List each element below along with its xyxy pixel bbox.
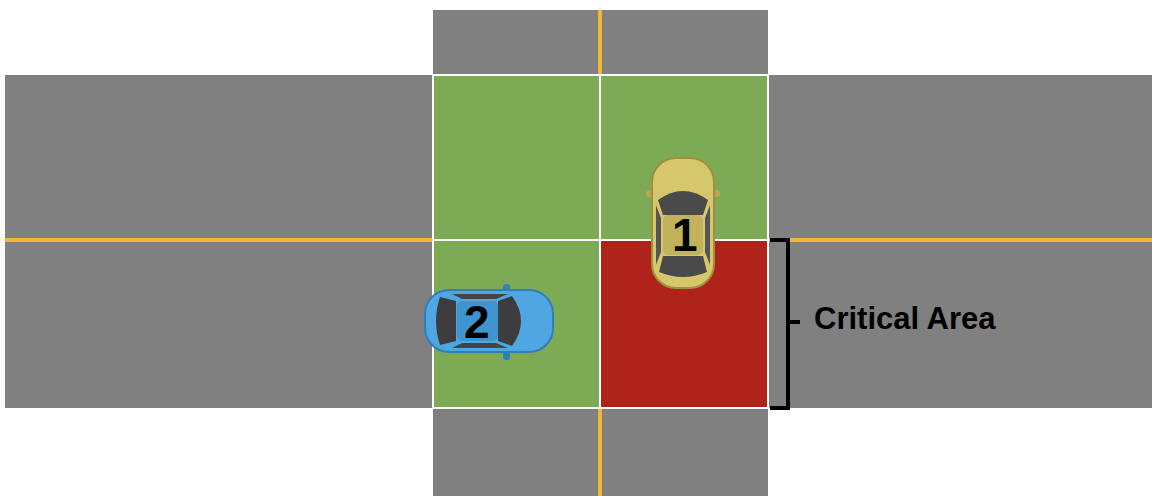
center-line bbox=[598, 10, 602, 75]
free-cell bbox=[433, 240, 600, 408]
critical-area-bracket bbox=[770, 240, 800, 408]
center-line bbox=[598, 408, 602, 496]
center-line bbox=[768, 238, 1152, 242]
callout-number: 2 bbox=[464, 299, 490, 345]
area-label: Critical Area bbox=[814, 303, 996, 334]
center-line bbox=[5, 238, 433, 242]
vertical-road bbox=[433, 10, 768, 496]
callout-number: 1 bbox=[672, 212, 698, 258]
free-cell bbox=[433, 75, 600, 240]
horizontal-road bbox=[5, 75, 1152, 408]
critical-cell bbox=[600, 240, 768, 408]
blue-car bbox=[425, 284, 553, 360]
yellow-car bbox=[646, 158, 720, 288]
